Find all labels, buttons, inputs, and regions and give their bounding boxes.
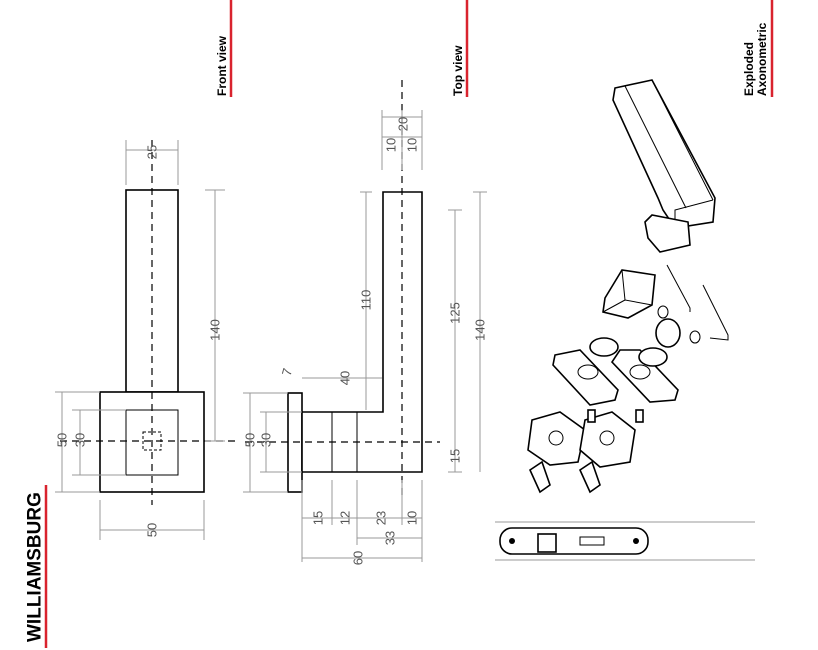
lock-faceplate [499, 527, 649, 555]
dimension-label: 50 [145, 523, 160, 537]
dimension-label: 40 [338, 371, 353, 385]
dimension-label: 12 [338, 511, 353, 525]
dimension-label: 140 [208, 319, 223, 341]
rose-plate-2 [610, 349, 679, 403]
dimension-label: 15 [448, 449, 463, 463]
dimension-label: 60 [351, 551, 366, 565]
rose-plate-1 [552, 349, 619, 406]
latch-bolt [537, 533, 557, 553]
dimension-label: 30 [259, 433, 274, 447]
view-label-top: Top view [451, 0, 469, 97]
spindle-block [602, 269, 656, 319]
dimension-label: 140 [473, 319, 488, 341]
title-text: WILLIAMSBURG [25, 492, 46, 642]
dimension-label: Exploded [742, 42, 756, 96]
dimension-label: Top view [451, 45, 465, 96]
handle-sleeve [644, 214, 691, 253]
dimension-label: Axonometric [755, 22, 769, 96]
dimension-label: 10 [405, 511, 420, 525]
mounting-plate-1 [527, 411, 586, 466]
dimension-label: 23 [374, 511, 389, 525]
dimension-label: 110 [359, 290, 374, 311]
dimension-label: 10 [405, 138, 420, 152]
dimension-label: 50 [243, 433, 258, 447]
dimension-label: 20 [396, 117, 411, 131]
front-view: 25 140 50 30 50 [55, 140, 240, 540]
dimension-label: 33 [383, 531, 398, 545]
dimension-label: 15 [311, 511, 326, 525]
dimension-label: 7 [279, 367, 295, 378]
brand-title: WILLIAMSBURG [25, 485, 48, 648]
dimension-label: 50 [55, 433, 70, 447]
dimension-label: 125 [448, 302, 463, 324]
view-label-exploded: Exploded Axonometric [742, 0, 774, 97]
dimension-label: Front view [215, 35, 229, 96]
exploded-view [495, 79, 755, 561]
dimension-label: 25 [145, 145, 160, 159]
dimension-label: 30 [73, 433, 88, 447]
dimension-label: 10 [384, 138, 399, 152]
mounting-plate-2 [579, 411, 636, 468]
top-view: 20 10 10 110 125 140 40 7 50 30 15 15 12… [243, 80, 488, 565]
view-label-front: Front view [215, 0, 233, 97]
thumb-turn [655, 318, 681, 348]
